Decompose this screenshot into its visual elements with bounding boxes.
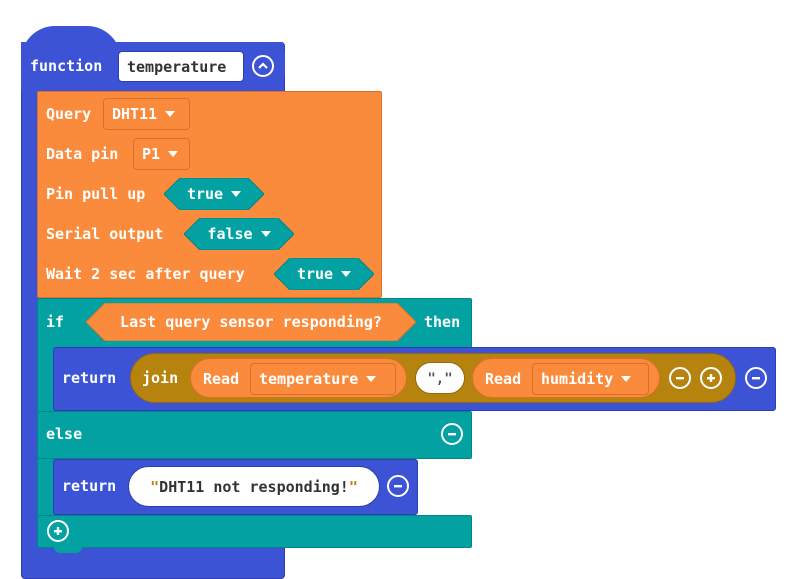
separator-string[interactable]: ",": [415, 362, 465, 394]
data-pin-value: P1: [142, 145, 161, 163]
chevron-down-icon: [341, 271, 352, 277]
chevron-down-icon: [168, 151, 179, 157]
if-block-bottom: [37, 515, 472, 548]
read-humidity-dropdown[interactable]: humidity: [532, 363, 649, 395]
serial-label: Serial output: [46, 225, 164, 243]
data-pin-dropdown[interactable]: P1: [133, 138, 190, 170]
chevron-down-icon: [231, 191, 242, 197]
add-branch-icon[interactable]: [47, 520, 69, 542]
join-label: join: [142, 369, 179, 387]
remove-return-icon[interactable]: [745, 367, 767, 389]
string-literal[interactable]: "DHT11 not responding!": [128, 466, 380, 507]
pull-up-value: true: [186, 185, 224, 203]
pull-up-label: Pin pull up: [46, 185, 146, 203]
chevron-down-icon: [621, 376, 632, 382]
then-label: then: [424, 313, 461, 331]
if-label: if: [46, 313, 65, 331]
data-pin-label: Data pin: [46, 145, 119, 163]
return-label-2: return: [62, 477, 117, 495]
else-label: else: [46, 425, 83, 443]
wait-value: true: [296, 265, 334, 283]
sensor-value: DHT11: [112, 105, 158, 123]
serial-value: false: [207, 225, 253, 243]
read-temperature-dropdown[interactable]: temperature: [250, 363, 396, 395]
wait-label: Wait 2 sec after query: [46, 265, 245, 283]
chevron-down-icon: [366, 376, 377, 382]
chevron-down-icon: [260, 231, 271, 237]
function-notch-right: [281, 51, 285, 75]
query-label: Query: [46, 105, 92, 123]
function-keyword: function: [30, 57, 103, 75]
close-quote: ": [348, 478, 358, 496]
sensor-dropdown[interactable]: DHT11: [103, 98, 190, 130]
else-row: [37, 411, 472, 459]
remove-string-icon[interactable]: [387, 475, 409, 497]
condition-text: Last query sensor responding?: [120, 313, 382, 331]
remove-else-icon[interactable]: [441, 423, 463, 445]
read-temperature-value: temperature: [259, 370, 359, 388]
remove-item-icon[interactable]: [669, 367, 691, 389]
read-temperature-block[interactable]: Read temperature: [190, 358, 407, 398]
open-quote: ": [150, 478, 160, 496]
condition-block[interactable]: Last query sensor responding?: [86, 303, 416, 341]
read-label-2: Read: [485, 370, 522, 388]
read-label-1: Read: [203, 370, 240, 388]
wait-dropdown[interactable]: true: [274, 258, 374, 290]
add-item-icon[interactable]: [700, 367, 722, 389]
if-bottom-notch: [54, 547, 82, 553]
string-text: DHT11 not responding!: [159, 478, 349, 496]
pull-up-dropdown[interactable]: true: [164, 178, 264, 210]
chevron-down-icon: [165, 111, 176, 117]
function-name-field[interactable]: temperature: [118, 51, 244, 82]
collapse-icon[interactable]: [252, 55, 274, 77]
separator-text: ",": [427, 371, 453, 387]
read-humidity-block[interactable]: Read humidity: [472, 358, 660, 398]
serial-dropdown[interactable]: false: [184, 218, 294, 250]
return-label-1: return: [62, 369, 117, 387]
function-name: temperature: [127, 58, 227, 76]
read-humidity-value: humidity: [541, 370, 614, 388]
